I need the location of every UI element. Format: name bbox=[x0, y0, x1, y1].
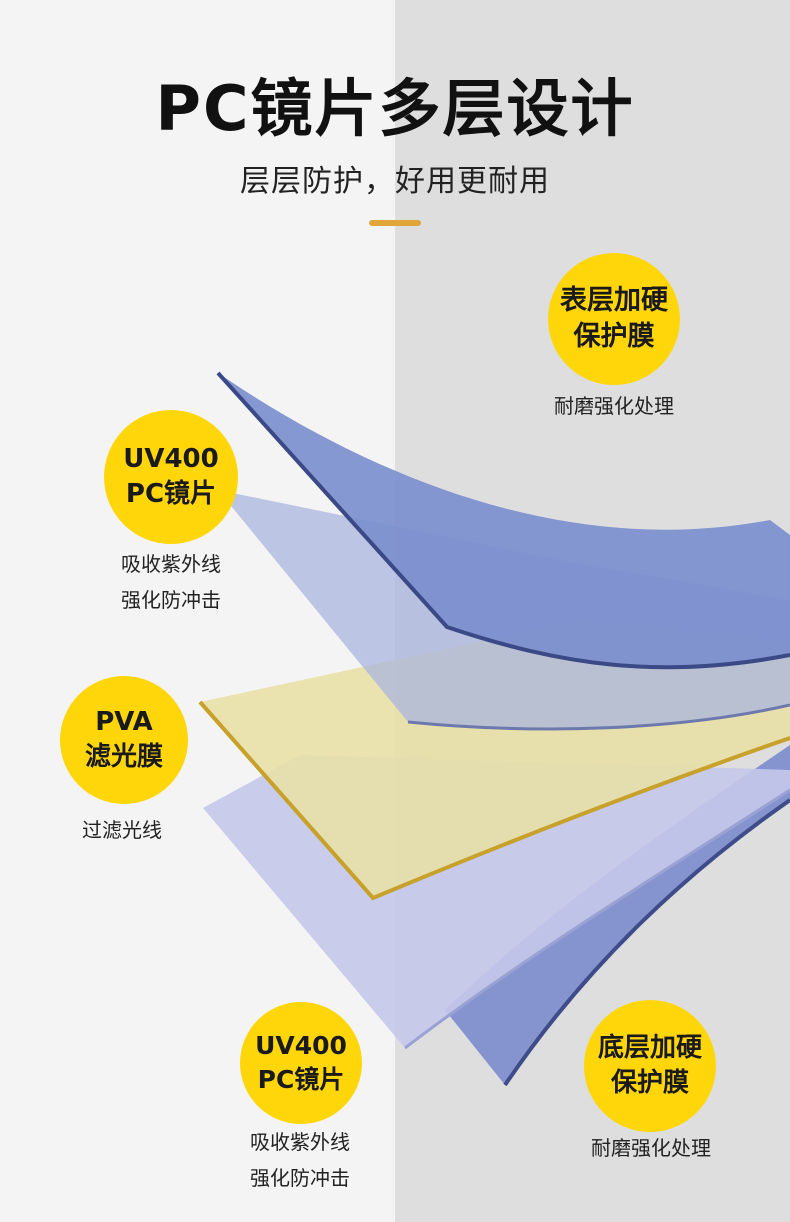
desc-lower-pc-line2: 强化防冲击 bbox=[250, 1166, 350, 1190]
layer-pva-edge bbox=[198, 700, 790, 901]
layer-lower-pc-edge bbox=[404, 788, 790, 1050]
desc-lower-pc-line1: 吸收紫外线 bbox=[250, 1130, 350, 1154]
accent-bar bbox=[369, 220, 421, 226]
badge-top-hard-coat: 表层加硬 保护膜 bbox=[548, 253, 680, 385]
badge-bottom-hard-coat-line1: 底层加硬 bbox=[597, 1032, 702, 1063]
desc-pva-line1: 过滤光线 bbox=[82, 818, 162, 842]
badge-pva-line1: PVA bbox=[95, 706, 153, 737]
layer-top-hard-coat bbox=[218, 373, 790, 668]
badge-top-hard-coat-line2: 保护膜 bbox=[573, 321, 655, 352]
badge-top-hard-coat-line1: 表层加硬 bbox=[560, 284, 668, 316]
desc-upper-pc-line1: 吸收紫外线 bbox=[121, 552, 221, 576]
layer-bottom-hard-coat-edge bbox=[503, 798, 790, 1087]
desc-upper-pc-line2: 强化防冲击 bbox=[121, 588, 221, 612]
layer-top-hard-coat-edge bbox=[216, 371, 790, 670]
badge-lower-pc: UV400 PC镜片 bbox=[240, 1002, 362, 1124]
badge-lower-pc-line2: PC镜片 bbox=[257, 1065, 345, 1094]
badge-upper-pc: UV400 PC镜片 bbox=[104, 410, 238, 544]
desc-lower-pc: 吸收紫外线 强化防冲击 bbox=[200, 1124, 400, 1196]
badge-pva: PVA 滤光膜 bbox=[60, 676, 188, 804]
badge-pva-line2: 滤光膜 bbox=[84, 742, 163, 772]
desc-top-hard-coat: 耐磨强化处理 bbox=[514, 388, 714, 424]
desc-upper-pc: 吸收紫外线 强化防冲击 bbox=[71, 546, 271, 618]
page-title: PC镜片多层设计 bbox=[155, 72, 635, 145]
desc-bottom-hard-coat: 耐磨强化处理 bbox=[551, 1130, 751, 1166]
desc-bottom-hard-coat-line1: 耐磨强化处理 bbox=[591, 1136, 711, 1160]
badge-lower-pc-line1: UV400 bbox=[255, 1031, 347, 1061]
badge-bottom-hard-coat-line2: 保护膜 bbox=[610, 1068, 689, 1098]
badge-upper-pc-line2: PC镜片 bbox=[125, 479, 217, 509]
badge-bottom-hard-coat: 底层加硬 保护膜 bbox=[584, 1000, 716, 1132]
page-subtitle: 层层防护，好用更耐用 bbox=[240, 164, 550, 199]
desc-pva: 过滤光线 bbox=[22, 812, 222, 848]
desc-top-hard-coat-line1: 耐磨强化处理 bbox=[554, 394, 674, 418]
badge-upper-pc-line1: UV400 bbox=[123, 443, 219, 474]
layer-upper-pc-edge bbox=[407, 703, 790, 731]
